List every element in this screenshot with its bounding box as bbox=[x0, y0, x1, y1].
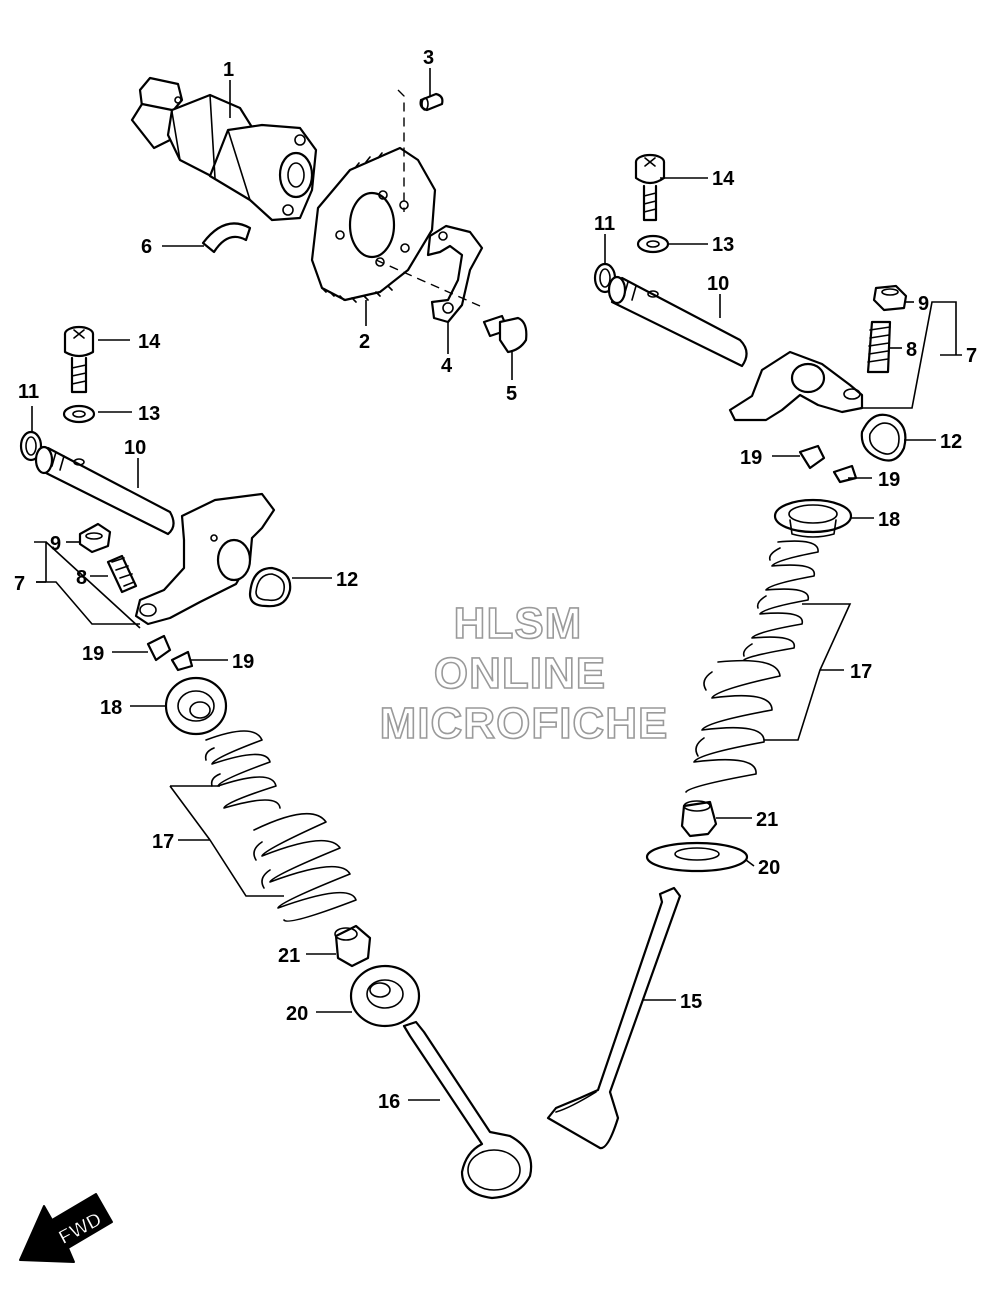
watermark-line-1: HLSM bbox=[454, 599, 583, 648]
callout-16: 16 bbox=[378, 1091, 400, 1113]
callout-13-left: 13 bbox=[138, 403, 160, 425]
callout-3: 3 bbox=[423, 47, 434, 69]
callout-18-right: 18 bbox=[878, 509, 900, 531]
watermark: HLSM ONLINE MICROFICHE bbox=[379, 598, 669, 749]
callout-8-left: 8 bbox=[76, 567, 87, 589]
lock-nut-right[interactable] bbox=[872, 284, 908, 312]
exhaust-valve[interactable] bbox=[546, 886, 682, 1150]
callout-17-right: 17 bbox=[850, 661, 872, 683]
callout-2: 2 bbox=[359, 331, 370, 353]
rocker-bolt-left[interactable] bbox=[63, 325, 95, 394]
valve-cotter-right-a[interactable] bbox=[798, 444, 826, 470]
spring-retainer-right[interactable] bbox=[773, 498, 853, 538]
sprocket-locating-plate[interactable] bbox=[426, 224, 484, 324]
callout-11-right: 11 bbox=[594, 213, 615, 235]
cam-sprocket[interactable] bbox=[310, 146, 437, 303]
rocker-shaft-left[interactable] bbox=[34, 445, 175, 536]
rocker-arm-right[interactable] bbox=[728, 350, 864, 422]
valve-springs-left[interactable] bbox=[204, 730, 357, 922]
o-ring-left[interactable] bbox=[19, 430, 43, 462]
callout-21-left: 21 bbox=[278, 945, 300, 967]
camshaft-retainer-clip[interactable] bbox=[201, 222, 252, 254]
callout-21-right: 21 bbox=[756, 809, 778, 831]
callout-15: 15 bbox=[680, 991, 702, 1013]
rocker-bolt-right[interactable] bbox=[634, 153, 666, 222]
valve-cotter-left-b[interactable] bbox=[170, 650, 194, 672]
callout-labels: 1 3 2 4 5 6 14 11 13 10 9 8 7 12 19 19 1… bbox=[14, 47, 977, 1113]
callout-11-left: 11 bbox=[18, 381, 39, 403]
rocker-arm-left[interactable] bbox=[134, 492, 276, 626]
spring-retainer-left[interactable] bbox=[164, 676, 228, 736]
callout-10-left: 10 bbox=[124, 437, 146, 459]
valve-stem-seal-left[interactable] bbox=[334, 924, 372, 968]
callout-8-right: 8 bbox=[906, 339, 917, 361]
dowel-pin[interactable] bbox=[419, 92, 444, 112]
callout-7-right: 7 bbox=[966, 345, 977, 367]
rocker-shaft-right[interactable] bbox=[607, 275, 748, 368]
callout-13-right: 13 bbox=[712, 234, 734, 256]
callout-19-left-a: 19 bbox=[82, 643, 104, 665]
rocker-shaft-cap-left[interactable] bbox=[248, 566, 292, 608]
callout-20-left: 20 bbox=[286, 1003, 308, 1025]
callout-14-right: 14 bbox=[712, 168, 735, 190]
callout-18-left: 18 bbox=[100, 697, 122, 719]
callout-6: 6 bbox=[141, 236, 152, 258]
valve-springs-right[interactable] bbox=[685, 540, 819, 793]
adjuster-screw-left[interactable] bbox=[106, 554, 138, 594]
callout-5: 5 bbox=[506, 383, 517, 405]
watermark-line-2: ONLINE bbox=[434, 649, 606, 698]
callout-19-right-a: 19 bbox=[740, 447, 762, 469]
fwd-arrow-icon: FWD bbox=[19, 1193, 113, 1263]
callout-4: 4 bbox=[441, 355, 453, 377]
leader-lines bbox=[31, 68, 962, 1101]
callout-20-right: 20 bbox=[758, 857, 780, 879]
callout-17-left: 17 bbox=[152, 831, 174, 853]
lock-nut-left[interactable] bbox=[78, 522, 112, 554]
valve-stem-seal-right[interactable] bbox=[680, 800, 718, 838]
sprocket-bolt[interactable] bbox=[482, 314, 528, 354]
adjuster-screw-right[interactable] bbox=[866, 320, 892, 374]
watermark-line-3: MICROFICHE bbox=[380, 699, 669, 748]
callout-12-left: 12 bbox=[336, 569, 358, 591]
intake-valve[interactable] bbox=[402, 1020, 533, 1200]
callout-14-left: 14 bbox=[138, 331, 161, 353]
callout-19-right-b: 19 bbox=[878, 469, 900, 491]
callout-10-right: 10 bbox=[707, 273, 729, 295]
callout-12-right: 12 bbox=[940, 431, 962, 453]
callout-1: 1 bbox=[223, 59, 234, 81]
spring-seat-right[interactable] bbox=[645, 841, 749, 873]
washer-right[interactable] bbox=[636, 234, 670, 254]
rocker-shaft-cap-right[interactable] bbox=[860, 413, 907, 462]
assembly-line-dowel bbox=[397, 89, 405, 212]
spring-seat-left[interactable] bbox=[349, 964, 421, 1028]
assembly-line-bolt bbox=[375, 259, 481, 307]
washer-left[interactable] bbox=[62, 404, 96, 424]
valve-cotter-right-b[interactable] bbox=[832, 464, 858, 484]
camshaft[interactable] bbox=[130, 76, 318, 222]
callout-7-left: 7 bbox=[14, 573, 25, 595]
callout-9-right: 9 bbox=[918, 293, 929, 315]
callout-9-left: 9 bbox=[50, 533, 61, 555]
valve-cotter-left-a[interactable] bbox=[146, 634, 172, 662]
callout-19-left-b: 19 bbox=[232, 651, 254, 673]
